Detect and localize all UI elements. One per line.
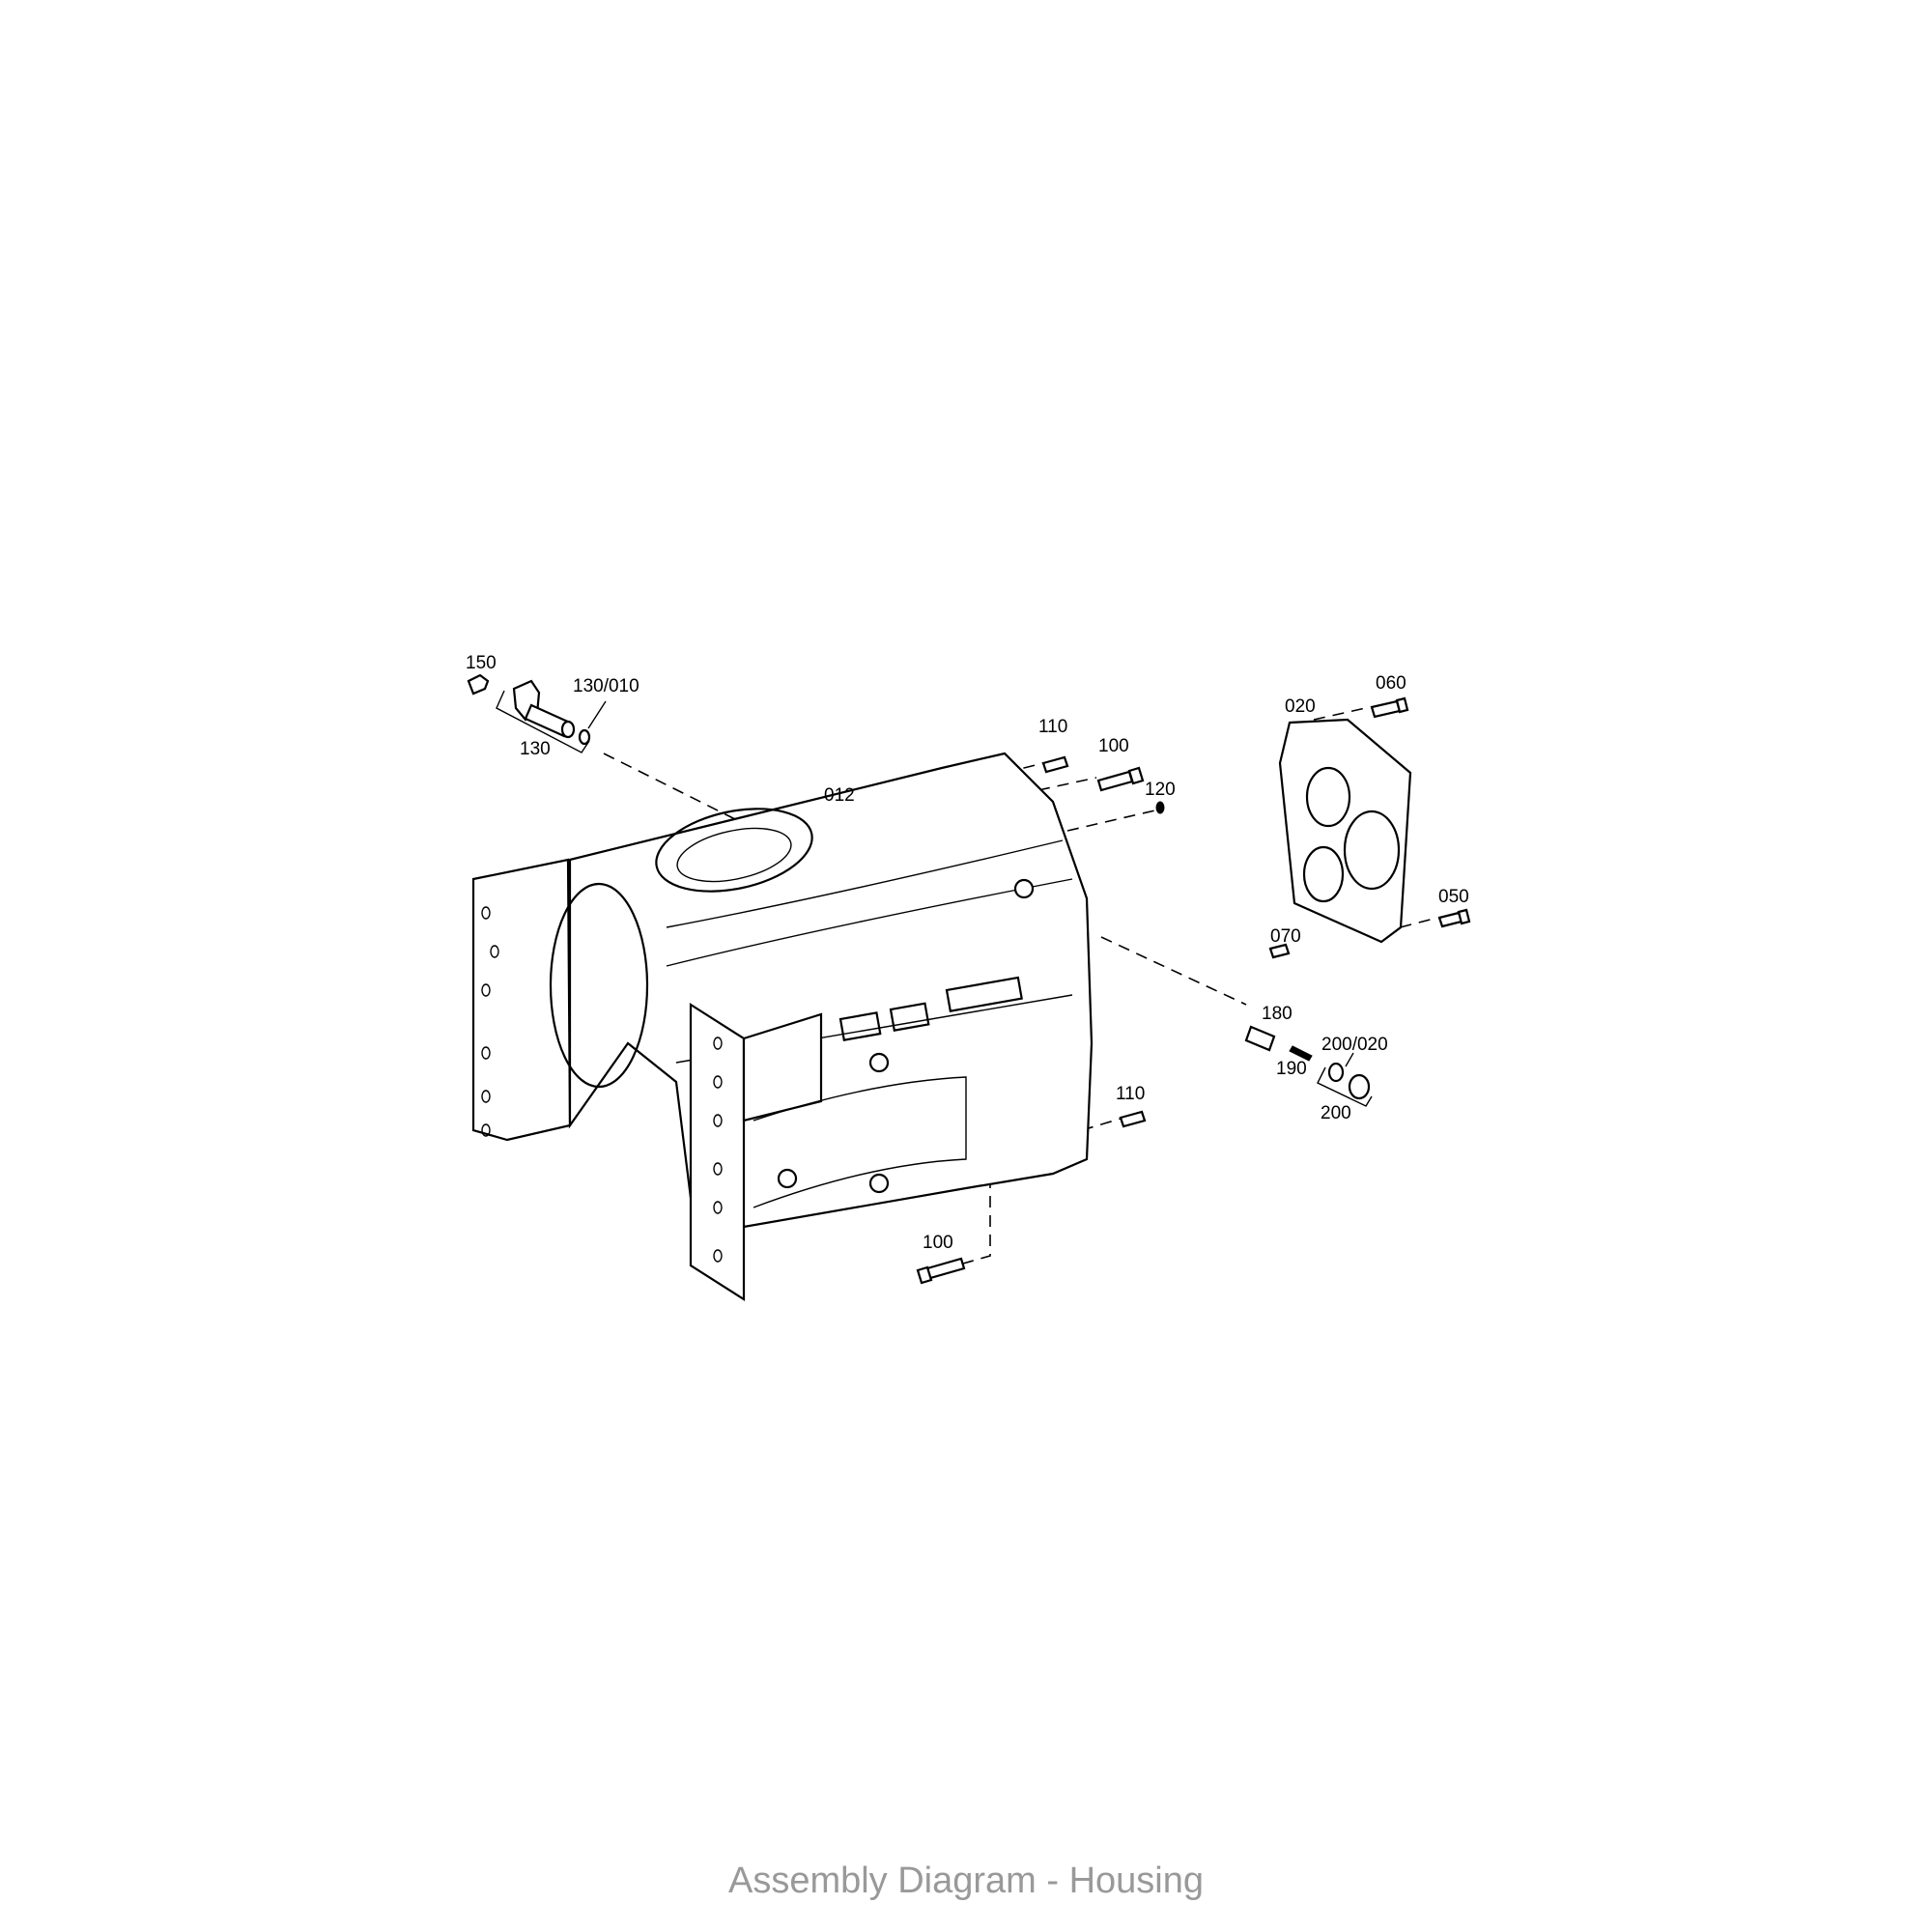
- label-012: 012: [824, 785, 855, 806]
- part-150-screw[interactable]: [467, 673, 490, 696]
- part-130-010-oring: [578, 728, 591, 746]
- label-130-010: 130/010: [573, 676, 639, 696]
- part-130-assembly[interactable]: [496, 679, 607, 753]
- part-020-cover[interactable]: [1278, 718, 1412, 944]
- label-200-020: 200/020: [1321, 1035, 1388, 1055]
- label-100-top: 100: [1098, 736, 1129, 756]
- part-012-housing[interactable]: [471, 752, 1094, 1302]
- label-190: 190: [1276, 1059, 1307, 1079]
- label-130: 130: [520, 739, 551, 759]
- part-180-sleeve[interactable]: [1244, 1025, 1276, 1052]
- label-050: 050: [1438, 887, 1469, 907]
- part-120-plug[interactable]: [1155, 801, 1165, 814]
- part-110-dowel-bottom[interactable]: [1119, 1110, 1147, 1128]
- part-050-bolt[interactable]: [1437, 908, 1471, 928]
- label-100-bottom: 100: [923, 1233, 953, 1253]
- part-100-bolt-bottom[interactable]: [916, 1257, 966, 1285]
- part-190-spring[interactable]: [1289, 1045, 1313, 1062]
- label-110-top: 110: [1038, 717, 1068, 737]
- label-060: 060: [1376, 673, 1406, 694]
- leader-lines: [603, 706, 1438, 1266]
- label-180: 180: [1262, 1004, 1293, 1024]
- label-020: 020: [1285, 696, 1316, 717]
- part-070-pin[interactable]: [1268, 943, 1291, 959]
- label-120: 120: [1145, 780, 1176, 800]
- part-200-020-seal: [1327, 1062, 1345, 1083]
- label-070: 070: [1270, 926, 1301, 947]
- diagram-caption: Assembly Diagram - Housing: [727, 1861, 1205, 1901]
- part-100-bolt-top[interactable]: [1096, 766, 1145, 792]
- label-150: 150: [466, 653, 497, 673]
- part-060-bolt[interactable]: [1370, 696, 1409, 719]
- label-200: 200: [1321, 1103, 1351, 1123]
- label-110-bottom: 110: [1116, 1084, 1146, 1104]
- part-110-dowel-top[interactable]: [1041, 755, 1069, 774]
- part-200-assembly[interactable]: [1317, 1052, 1373, 1107]
